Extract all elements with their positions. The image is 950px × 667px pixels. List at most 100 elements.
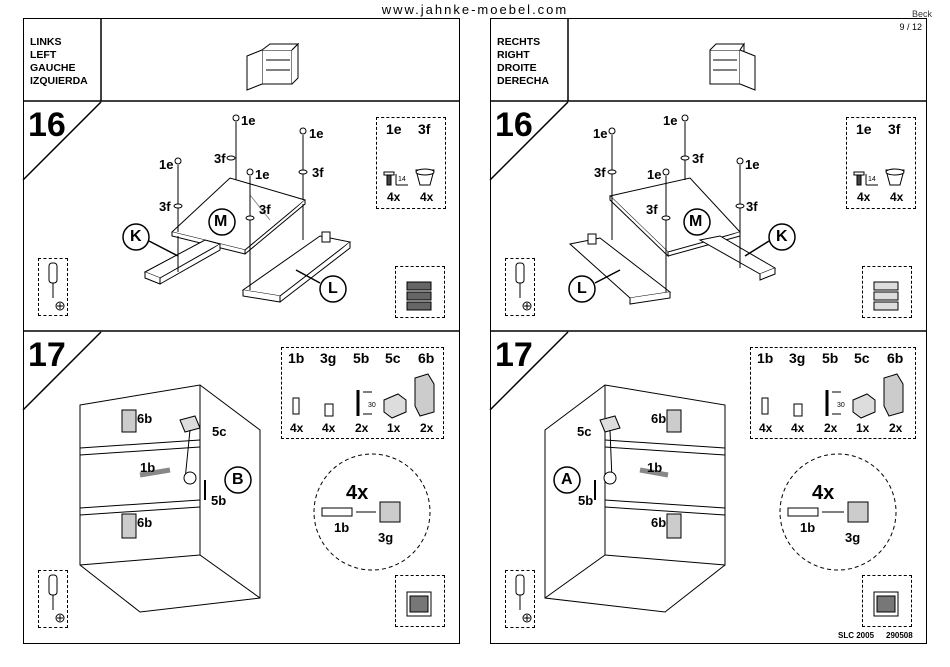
progress-thumb-box — [395, 266, 445, 318]
panel-label-a: A — [561, 471, 573, 488]
detail-qty: 4x — [346, 482, 369, 504]
dowel-icon — [761, 397, 769, 415]
tool-box — [38, 258, 68, 316]
drawer-stack-icon — [406, 281, 432, 311]
screwdriver-icon — [48, 574, 65, 623]
part-code: 1b — [757, 350, 774, 366]
panel-label-l: L — [577, 280, 587, 297]
part-qty: 2x — [824, 421, 838, 435]
part-code: 6b — [418, 350, 435, 366]
part-qty: 4x — [791, 421, 805, 435]
website-url: www.jahnke-moebel.com — [381, 2, 569, 17]
part-callout: 6b — [137, 411, 153, 426]
part-code: 3g — [320, 350, 337, 366]
dimension-label: 14 — [868, 176, 876, 183]
step-number: 16 — [28, 106, 66, 144]
part-callout: 5c — [212, 424, 227, 439]
dowel-icon — [292, 397, 300, 415]
cam-fitting-icon — [885, 168, 905, 186]
part-qty: 4x — [290, 421, 304, 435]
dimension-label: 14 — [398, 176, 406, 183]
part-callout: 1e — [745, 157, 760, 172]
part-code: 1e — [856, 121, 872, 137]
tool-box — [505, 258, 535, 316]
screwdriver-icon — [48, 262, 65, 311]
lang-label: RIGHT — [497, 49, 530, 61]
part-qty: 2x — [889, 421, 903, 435]
part-callout: 6b — [651, 515, 667, 530]
part-code: 1b — [288, 350, 305, 366]
lang-label: LINKS — [30, 36, 62, 48]
drawer-stack-icon — [873, 281, 899, 311]
sleeve-icon — [324, 403, 334, 417]
sleeve-icon — [793, 403, 803, 417]
tool-box — [505, 570, 535, 628]
part-qty: 4x — [322, 421, 336, 435]
part-code: 5b — [822, 350, 839, 366]
part-code: 1e — [386, 121, 402, 137]
language-labels-right: RECHTS RIGHT DROITE DERECHA — [497, 36, 549, 88]
part-qty: 2x — [355, 421, 369, 435]
brand-label: Beck — [911, 9, 932, 19]
tool-box — [38, 570, 68, 628]
lang-label: IZQUIERDA — [30, 75, 88, 87]
parts-box — [750, 347, 916, 439]
panel-label-k: K — [776, 228, 788, 245]
parts-box — [376, 117, 446, 209]
panel-label-l: L — [328, 280, 338, 297]
part-qty: 1x — [856, 421, 870, 435]
screw-icon — [853, 171, 865, 186]
progress-thumb-box — [862, 266, 912, 318]
panel-label-m: M — [214, 213, 228, 230]
part-qty: 4x — [387, 190, 401, 204]
connector-icon — [383, 393, 407, 419]
open-cabinet-icon — [406, 591, 432, 617]
part-code: 3f — [418, 121, 431, 137]
open-cabinet-icon — [246, 42, 300, 91]
screw-icon — [383, 171, 395, 186]
screwdriver-icon — [515, 574, 532, 623]
part-qty: 4x — [890, 190, 904, 204]
part-code: 5c — [385, 350, 401, 366]
part-callout: 1b — [140, 460, 156, 475]
lang-label: DROITE — [497, 62, 537, 74]
part-callout: 6b — [137, 515, 153, 530]
dimension-label: 30 — [837, 402, 845, 409]
part-callout: 3f — [746, 199, 758, 214]
open-cabinet-icon — [873, 591, 899, 617]
cam-fitting-icon — [415, 168, 435, 186]
part-qty: 2x — [420, 421, 434, 435]
progress-thumb-box — [862, 575, 912, 627]
part-callout: 3f — [159, 199, 171, 214]
connector-icon — [852, 393, 876, 419]
dimension-label: 30 — [368, 402, 376, 409]
part-code: 3g — [789, 350, 806, 366]
detail-part-b: 3g — [378, 530, 394, 545]
part-callout: 3f — [259, 202, 271, 217]
detail-part-a: 1b — [800, 520, 816, 535]
part-callout: 5b — [211, 493, 227, 508]
footer-date: 290508 — [886, 631, 913, 640]
open-cabinet-icon — [709, 42, 756, 91]
panel-label-b: B — [232, 471, 244, 488]
part-callout: 3f — [692, 151, 704, 166]
step-number: 17 — [28, 336, 66, 374]
part-callout: 1e — [255, 167, 270, 182]
detail-qty: 4x — [812, 482, 835, 504]
part-callout: 1e — [647, 167, 662, 182]
part-callout: 1e — [309, 126, 324, 141]
lang-label: LEFT — [30, 49, 57, 61]
part-qty: 4x — [857, 190, 871, 204]
step-number: 16 — [495, 106, 533, 144]
detail-part-a: 1b — [334, 520, 350, 535]
part-callout: 1b — [647, 460, 663, 475]
part-qty: 1x — [387, 421, 401, 435]
part-callout: 1e — [663, 113, 678, 128]
